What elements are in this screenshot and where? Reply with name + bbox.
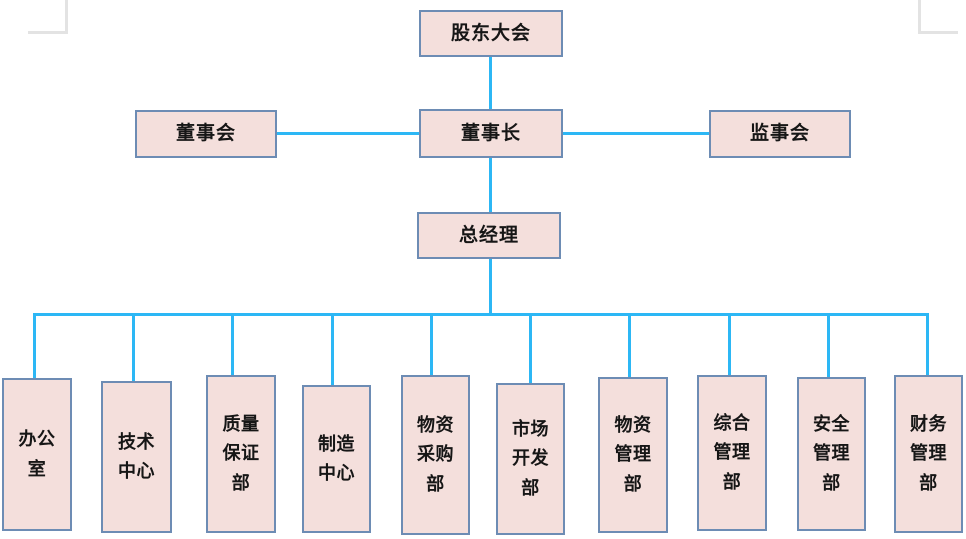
node-safety-management[interactable]: 安全 管理 部 — [797, 377, 866, 531]
node-quality-assurance[interactable]: 质量 保证 部 — [206, 375, 276, 533]
node-general-manager[interactable]: 总经理 — [417, 212, 561, 259]
node-shareholders[interactable]: 股东大会 — [419, 10, 563, 57]
node-material-procurement[interactable]: 物资 采购 部 — [401, 375, 470, 535]
node-material-management-label: 物资 管理 部 — [614, 415, 652, 495]
department-bus-bar — [33, 313, 928, 316]
edge-chairman-to-supervisors — [562, 132, 710, 135]
edge-bus-to-general-management — [728, 313, 731, 375]
edge-bus-to-material-management — [628, 313, 631, 377]
node-chairman-label: 董事长 — [460, 121, 521, 144]
edge-chairman-to-general-manager — [489, 158, 492, 212]
crop-mark-top-right — [906, 0, 958, 34]
edge-bus-to-office — [33, 313, 36, 378]
node-finance-management-label: 财务 管理 部 — [910, 414, 947, 494]
node-material-management[interactable]: 物资 管理 部 — [598, 377, 668, 533]
edge-general-manager-to-bus — [489, 259, 492, 315]
node-board[interactable]: 董事会 — [135, 110, 277, 158]
node-market-development-label: 市场 开发 部 — [512, 419, 549, 499]
node-board-label: 董事会 — [175, 122, 236, 145]
edge-bus-to-manufacturing-center — [331, 313, 334, 385]
node-general-management[interactable]: 综合 管理 部 — [697, 375, 767, 531]
node-general-management-label: 综合 管理 部 — [713, 413, 751, 493]
edge-bus-to-quality-assurance — [231, 313, 234, 375]
node-manufacturing-center[interactable]: 制造 中心 — [302, 385, 371, 533]
node-finance-management[interactable]: 财务 管理 部 — [894, 375, 963, 533]
edge-bus-to-market-development — [529, 313, 532, 383]
node-quality-assurance-label: 质量 保证 部 — [222, 414, 260, 494]
node-market-development[interactable]: 市场 开发 部 — [496, 383, 565, 535]
edge-chairman-to-board — [277, 132, 419, 135]
node-manufacturing-center-label: 制造 中心 — [318, 433, 355, 484]
node-chairman[interactable]: 董事长 — [419, 109, 563, 158]
node-office[interactable]: 办公 室 — [2, 378, 72, 531]
edge-bus-to-material-procurement — [430, 313, 433, 375]
node-general-manager-label: 总经理 — [458, 223, 519, 246]
node-tech-center-label: 技术 中心 — [118, 431, 155, 482]
node-safety-management-label: 安全 管理 部 — [813, 414, 850, 494]
node-office-label: 办公 室 — [18, 429, 56, 480]
node-tech-center[interactable]: 技术 中心 — [101, 381, 172, 533]
edge-shareholders-to-chairman — [489, 57, 492, 111]
node-shareholders-label: 股东大会 — [450, 21, 531, 44]
node-material-procurement-label: 物资 采购 部 — [417, 415, 454, 495]
node-supervisors-label: 监事会 — [749, 122, 810, 145]
edge-bus-to-finance-management — [926, 313, 929, 375]
node-supervisors[interactable]: 监事会 — [709, 110, 851, 158]
edge-bus-to-tech-center — [132, 313, 135, 381]
edge-bus-to-safety-management — [827, 313, 830, 377]
crop-mark-top-left — [28, 0, 80, 34]
